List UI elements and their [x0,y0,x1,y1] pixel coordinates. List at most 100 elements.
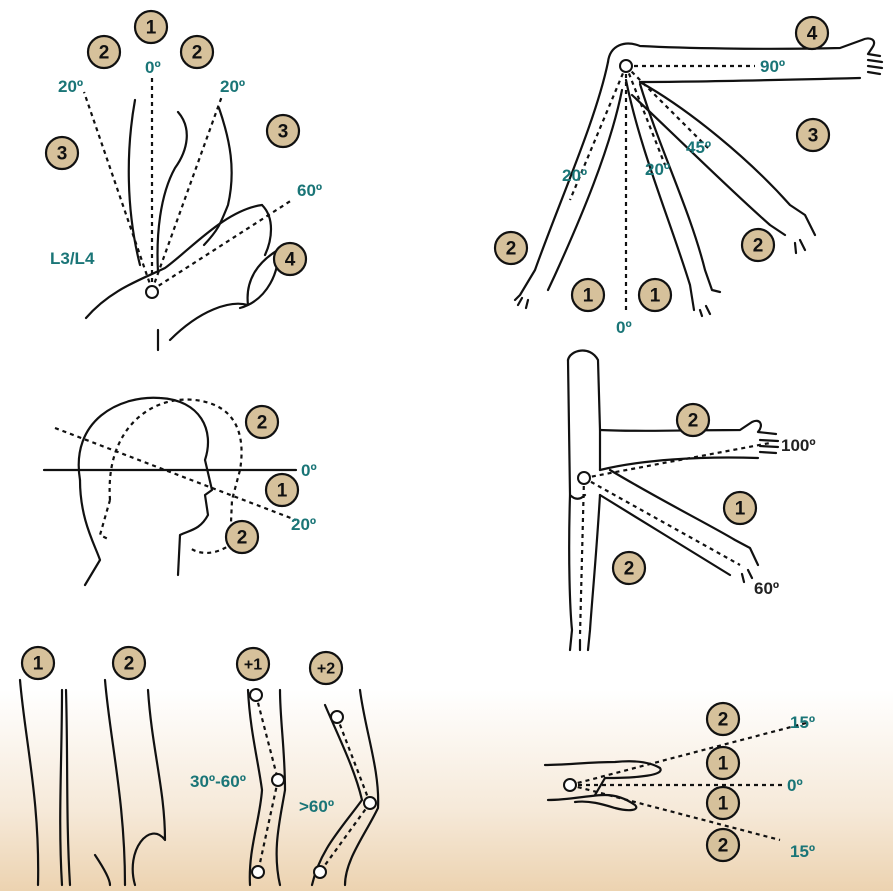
leg-2-outline [95,680,165,885]
badge-elbow-1: 1 [724,492,756,524]
svg-text:2: 2 [506,239,517,260]
head-panel: 2 1 2 0º 20º [44,398,317,585]
arm-mid-outer [626,80,710,316]
svg-text:1: 1 [718,754,729,775]
leg-plus1-knee [272,774,284,786]
shoulder-90-label: 90º [760,57,785,76]
wrist-15-up-line [570,722,810,785]
shoulder-panel: 4 3 2 1 1 2 90º 45º 20º 20º 0º [495,17,882,337]
badge-shoulder-1-left: 1 [572,279,604,311]
wrist-15-down-line [570,785,780,840]
neck-front-outline [129,100,140,265]
shoulder-20-right-label: 20º [645,160,670,179]
badge-shoulder-1-right: 1 [639,279,671,311]
svg-text:1: 1 [146,18,157,39]
head-20-line [55,428,296,520]
badge-head-2-top: 2 [246,406,278,438]
badge-wrist-2-bottom: 2 [707,829,739,861]
svg-text:1: 1 [650,286,661,307]
badge-shoulder-4: 4 [796,17,828,49]
svg-text:2: 2 [99,43,110,64]
leg-plus1-hip [250,689,262,701]
badge-shoulder-2-right: 2 [742,229,774,261]
arm-horizontal-lower [640,78,860,82]
badge-neck-1: 1 [135,11,167,43]
arm-outline [262,205,271,255]
leg-plus2-knee [364,797,376,809]
svg-text:2: 2 [124,654,135,675]
svg-text:4: 4 [807,24,818,45]
badge-elbow-2-top: 2 [677,404,709,436]
head-outline [79,398,212,575]
head-back-outline [80,480,100,585]
elbow-pivot [578,472,590,484]
svg-text:+2: +2 [317,661,335,678]
svg-text:1: 1 [277,481,288,502]
badge-wrist-1-bottom: 1 [707,787,739,819]
wrist-panel: 2 1 1 2 15º 0º 15º [545,703,815,861]
elbow-panel: 2 1 2 100º 60º [568,351,816,650]
shoulder-20-left-label: 20º [562,166,587,185]
svg-text:2: 2 [192,43,203,64]
leg-plus1-ankle [252,866,264,878]
head-0-label: 0º [301,461,317,480]
leg-plus2-line [337,717,370,803]
badge-neck-3-right: 3 [267,115,299,147]
forearm-down-outline [569,495,600,650]
svg-text:3: 3 [808,126,819,147]
svg-text:2: 2 [237,528,248,549]
leg-over-60-label: >60º [299,797,334,816]
badge-leg-1: 1 [22,647,54,679]
badge-neck-4: 4 [274,243,306,275]
forearm-bottom-outline [548,795,636,810]
svg-text:1: 1 [735,499,746,520]
badge-neck-3-left: 3 [46,137,78,169]
neck-trunk-panel: 1 2 2 3 3 4 0º 20º 20º 60º L3/L4 [46,11,322,350]
neck-0-label: 0º [145,58,161,77]
leg-plus2-ankle [314,866,326,878]
leg-30-60-label: 30º-60º [190,772,246,791]
badge-elbow-2-bottom: 2 [613,552,645,584]
neck-20-right-line [152,96,222,290]
elbow-60-line [584,478,740,565]
wrist-15-down-label: 15º [790,842,815,861]
wrist-15-up-label: 15º [790,713,815,732]
legs-panel: 1 2 +1 +2 30º-60º >60º [20,647,378,885]
chest-outline [170,250,278,340]
badge-shoulder-2-left: 2 [495,232,527,264]
shoulder-pivot [620,60,632,72]
neck-20-right-label: 20º [220,77,245,96]
badge-wrist-1-top: 1 [707,747,739,779]
neck-60-line [152,200,292,290]
upper-arm-outline [568,351,600,470]
shoulder-outline [86,205,262,318]
leg-plus1-outline [248,690,285,885]
svg-text:+1: +1 [244,657,262,674]
neck-back-outline [158,112,187,272]
head-tilted-outline [100,400,242,553]
neck-pivot [146,286,158,298]
svg-text:4: 4 [285,250,296,271]
shoulder-0-label: 0º [616,318,632,337]
leg-plus2-outline [312,690,378,885]
badge-neck-2-right: 2 [181,36,213,68]
svg-text:2: 2 [753,236,764,257]
svg-text:2: 2 [718,710,729,731]
leg-plus2-hip [331,711,343,723]
badge-shoulder-3: 3 [797,119,829,151]
neck-60-label: 60º [297,181,322,200]
svg-text:1: 1 [718,794,729,815]
badge-leg-2: 2 [113,647,145,679]
badge-wrist-2-top: 2 [707,703,739,735]
elbow-down-line [580,478,584,635]
badge-head-1: 1 [266,474,298,506]
head-20-label: 20º [291,515,316,534]
elbow-100-line [584,443,770,478]
leg-1-outline [20,680,70,885]
svg-text:1: 1 [33,654,44,675]
shoulder-45-label: 45º [686,138,711,157]
badge-neck-2-left: 2 [88,36,120,68]
wrist-pivot [564,779,576,791]
svg-text:1: 1 [583,286,594,307]
